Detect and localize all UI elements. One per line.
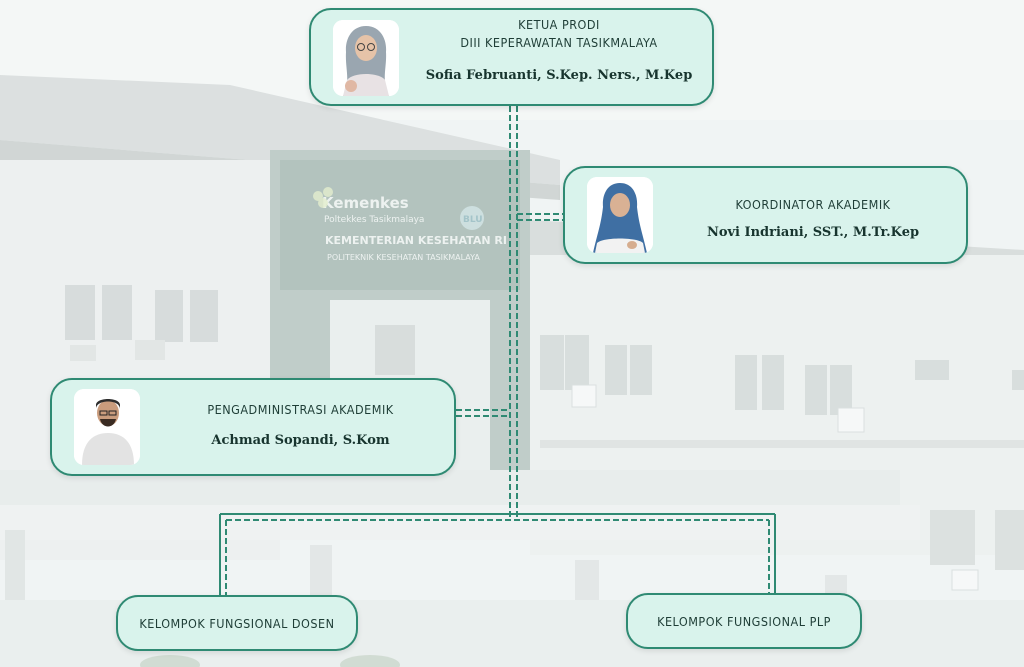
coordinator-title: KOORDINATOR AKADEMIK xyxy=(735,197,891,212)
head-of-program-card[interactable]: KETUA PRODI DIII KEPERAWATAN TASIKMALAYA… xyxy=(309,8,714,106)
lecturer-group-label: KELOMPOK FUNGSIONAL DOSEN xyxy=(139,615,335,631)
coordinator-name: Novi Indriani, SST., M.Tr.Kep xyxy=(706,225,920,240)
academic-administrator-card[interactable]: PENGADMINISTRASI AKADEMIK Achmad Sopandi… xyxy=(50,378,456,476)
building-sign-brand: Kemenkes xyxy=(322,194,409,212)
administrator-title: PENGADMINISTRASI AKADEMIK xyxy=(207,402,394,417)
building-sign-badge: BLU xyxy=(463,215,483,225)
plp-group-card[interactable]: KELOMPOK FUNGSIONAL PLP xyxy=(626,593,862,649)
head-photo xyxy=(333,20,399,96)
building-sign-line2: POLITEKNIK KESEHATAN TASIKMALAYA xyxy=(327,253,480,262)
administrator-name: Achmad Sopandi, S.Kom xyxy=(211,433,390,448)
administrator-photo xyxy=(74,389,140,465)
academic-coordinator-card[interactable]: KOORDINATOR AKADEMIK Novi Indriani, SST.… xyxy=(563,166,968,264)
plp-group-label: KELOMPOK FUNGSIONAL PLP xyxy=(657,613,831,629)
lecturer-group-card[interactable]: KELOMPOK FUNGSIONAL DOSEN xyxy=(116,595,358,651)
building-sign-line1: KEMENTERIAN KESEHATAN RI xyxy=(325,234,507,247)
head-title-line1: KETUA PRODI xyxy=(518,17,600,32)
coordinator-photo xyxy=(587,177,653,253)
head-title-line2: DIII KEPERAWATAN TASIKMALAYA xyxy=(460,35,658,50)
building-sign-brand-sub: Poltekkes Tasikmalaya xyxy=(324,215,424,225)
head-name: Sofia Februanti, S.Kep. Ners., M.Kep xyxy=(425,68,693,83)
